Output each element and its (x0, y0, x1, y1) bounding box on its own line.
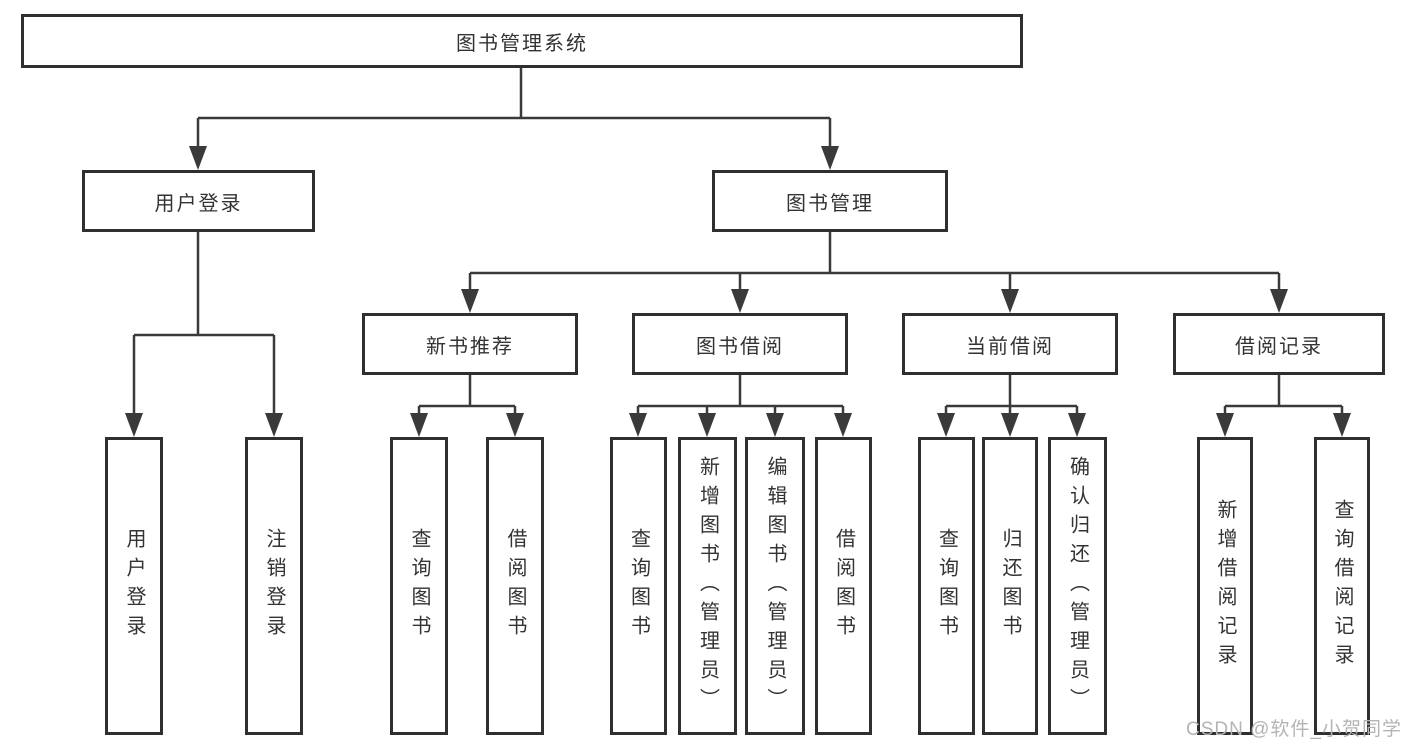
node-label: 新书推荐 (426, 335, 514, 358)
node-label: 图书管理 (786, 192, 874, 215)
node-user-login: 用户登录 (82, 170, 315, 232)
leaf-query-book-2: 查询图书 (610, 437, 667, 735)
node-label: 图书借阅 (696, 335, 784, 358)
node-label: 查询图书 (627, 528, 650, 644)
node-library-management-system: 图书管理系统 (21, 14, 1023, 68)
node-label: 归还图书 (999, 528, 1021, 644)
leaf-return-book: 归还图书 (982, 437, 1038, 735)
leaf-query-book-1: 查询图书 (390, 437, 448, 735)
csdn-watermark: CSDN @软件_小贺同学 (1186, 719, 1402, 740)
leaf-query-book-3: 查询图书 (918, 437, 975, 735)
node-label: 图书管理系统 (456, 32, 588, 55)
node-label: 查询借阅记录 (1331, 499, 1353, 673)
node-label: 查询图书 (935, 528, 958, 644)
node-label: 当前借阅 (966, 335, 1054, 358)
leaf-query-borrow-record: 查询借阅记录 (1314, 437, 1370, 735)
leaf-borrow-book-1: 借阅图书 (486, 437, 544, 735)
leaf-user-login: 用户登录 (105, 437, 163, 735)
node-label: 编辑图书（管理员） (764, 455, 786, 717)
node-book-management: 图书管理 (712, 170, 948, 232)
node-current-borrow: 当前借阅 (902, 313, 1118, 375)
node-label: 确认归还（管理员） (1066, 455, 1089, 717)
leaf-logout: 注销登录 (245, 437, 303, 735)
node-label: 用户登录 (154, 192, 243, 215)
node-book-borrow: 图书借阅 (632, 313, 848, 375)
node-label: 借阅图书 (504, 528, 526, 644)
node-label: 借阅图书 (832, 528, 855, 644)
leaf-borrow-book-2: 借阅图书 (815, 437, 872, 735)
node-label: 新增图书（管理员） (696, 455, 719, 717)
leaf-confirm-return-admin: 确认归还（管理员） (1048, 437, 1107, 735)
node-borrow-record: 借阅记录 (1173, 313, 1385, 375)
leaf-edit-book-admin: 编辑图书（管理员） (745, 437, 805, 735)
node-new-book-recommend: 新书推荐 (362, 313, 578, 375)
node-label: 注销登录 (263, 528, 285, 644)
node-label: 查询图书 (408, 528, 430, 644)
leaf-add-book-admin: 新增图书（管理员） (678, 437, 737, 735)
node-label: 新增借阅记录 (1214, 499, 1236, 673)
node-label: 用户登录 (123, 528, 145, 644)
leaf-add-borrow-record: 新增借阅记录 (1197, 437, 1253, 735)
node-label: 借阅记录 (1235, 335, 1323, 358)
